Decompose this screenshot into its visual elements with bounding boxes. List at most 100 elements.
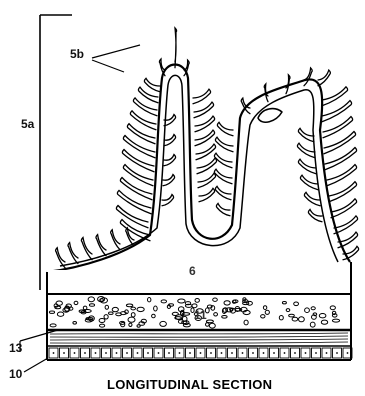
submucosa-cell bbox=[209, 323, 215, 328]
submucosa-cell bbox=[213, 298, 218, 301]
muscle-cell-nucleus bbox=[53, 352, 55, 354]
submucosa-cell bbox=[137, 325, 140, 327]
muscle-cell-nucleus bbox=[231, 352, 233, 354]
circular-muscle-layer bbox=[50, 333, 348, 343]
microvillus-projection bbox=[162, 195, 174, 206]
muscle-cell-nucleus bbox=[315, 352, 317, 354]
submucosa-cell bbox=[310, 322, 315, 327]
leader-10 bbox=[24, 358, 48, 372]
submucosa-cell bbox=[244, 320, 248, 325]
microvillus-projection bbox=[331, 199, 357, 218]
microvillus-projection bbox=[334, 216, 358, 234]
microvillus-projection bbox=[81, 238, 92, 260]
submucosa-cell bbox=[289, 314, 295, 317]
microvillus-projection bbox=[122, 150, 154, 172]
submucosa-cell bbox=[294, 302, 299, 306]
muscle-cell-nucleus bbox=[95, 352, 97, 354]
microvillus-projection bbox=[197, 158, 217, 174]
submucosa-cell bbox=[178, 299, 185, 303]
microvillus-projection bbox=[164, 135, 176, 146]
microvillus-projection bbox=[318, 70, 330, 86]
microvillus-projection bbox=[195, 130, 215, 146]
submucosa-cell bbox=[261, 315, 265, 318]
muscle-cell-nucleus bbox=[326, 352, 328, 354]
submucosa-cell bbox=[305, 308, 310, 313]
microvillus-projection bbox=[217, 122, 233, 135]
submucosa-cell bbox=[195, 299, 199, 303]
leader-13-top bbox=[20, 330, 58, 341]
label-5b: 5b bbox=[70, 47, 84, 61]
submucosa-cell bbox=[286, 309, 290, 312]
submucosa-cell bbox=[100, 324, 105, 327]
muscle-cell-nucleus bbox=[63, 352, 65, 354]
submucosa-cell bbox=[332, 319, 339, 322]
microvillus-projection bbox=[195, 116, 215, 132]
muscle-fiber bbox=[50, 342, 348, 343]
label-6: 6 bbox=[189, 264, 196, 278]
microvillus-projection bbox=[297, 143, 315, 158]
muscle-fiber bbox=[50, 339, 348, 340]
microvillus-projection bbox=[163, 175, 175, 186]
microvillus-projection bbox=[215, 186, 231, 199]
submucosa-cell bbox=[56, 301, 62, 305]
muscle-cell-nucleus bbox=[221, 352, 223, 354]
muscle-cell-nucleus bbox=[137, 352, 139, 354]
submucosa-cell bbox=[50, 324, 56, 327]
muscle-cell-nucleus bbox=[105, 352, 107, 354]
microvillus-projection bbox=[300, 175, 318, 190]
microvillus-projection bbox=[214, 169, 232, 184]
label-11: 11 bbox=[194, 308, 207, 322]
figure-caption: LONGITUDINAL SECTION bbox=[107, 377, 272, 392]
microvillus-projection bbox=[196, 144, 216, 160]
submucosa-cell bbox=[131, 307, 136, 310]
submucosa-cell bbox=[214, 313, 218, 316]
submucosa-cell bbox=[206, 323, 210, 326]
microvillus-projection bbox=[199, 188, 215, 201]
muscle-cell-nucleus bbox=[168, 352, 170, 354]
leader-5b-lower bbox=[92, 60, 124, 72]
submucosa-cell bbox=[128, 317, 135, 322]
core-layer bbox=[47, 270, 351, 294]
muscle-fiber bbox=[50, 333, 348, 334]
muscle-cell-nucleus bbox=[200, 352, 202, 354]
submucosa-cell bbox=[152, 314, 156, 318]
submucosa-cell bbox=[243, 302, 249, 305]
submucosa-cell bbox=[88, 297, 94, 302]
submucosa-cell bbox=[148, 298, 151, 302]
microvillus-projection bbox=[193, 89, 211, 104]
microvillus-projection bbox=[198, 173, 216, 188]
muscle-cell-nucleus bbox=[189, 352, 191, 354]
submucosa-cell bbox=[185, 304, 192, 307]
submucosa-cell bbox=[89, 304, 94, 307]
submucosa-cell bbox=[137, 307, 144, 311]
submucosa-cell bbox=[57, 312, 63, 316]
microvillus-projection bbox=[175, 28, 177, 68]
microvillus-projection bbox=[322, 87, 348, 106]
microvillus-projection bbox=[298, 128, 314, 141]
submucosa-cell bbox=[222, 316, 227, 319]
submucosa-cell bbox=[83, 306, 87, 310]
muscle-cell-nucleus bbox=[84, 352, 86, 354]
submucosa-cell bbox=[112, 307, 118, 311]
submucosa-cell bbox=[263, 306, 266, 310]
muscle-cell-nucleus bbox=[294, 352, 296, 354]
microvillus-projection bbox=[329, 182, 357, 202]
longitudinal-muscle-layer bbox=[49, 348, 352, 358]
submucosa-cell bbox=[224, 301, 230, 305]
muscle-cell-nucleus bbox=[305, 352, 307, 354]
muscle-cell-nucleus bbox=[210, 352, 212, 354]
microvillus-projection bbox=[123, 136, 155, 158]
submucosa-cell bbox=[279, 316, 283, 320]
microvillus-projection bbox=[68, 243, 78, 264]
submucosa-cell bbox=[131, 313, 135, 317]
microvillus-projection bbox=[96, 235, 106, 256]
villus-inner-outline bbox=[60, 75, 338, 266]
muscle-cell-nucleus bbox=[284, 352, 286, 354]
submucosa-cell bbox=[182, 321, 187, 324]
submucosa-cell bbox=[292, 317, 298, 321]
submucosa-cell bbox=[282, 302, 286, 304]
microvillus-projection bbox=[308, 209, 322, 221]
submucosa-cell bbox=[109, 312, 114, 314]
muscle-cell-nucleus bbox=[242, 352, 244, 354]
microvillus-projection bbox=[304, 192, 320, 205]
